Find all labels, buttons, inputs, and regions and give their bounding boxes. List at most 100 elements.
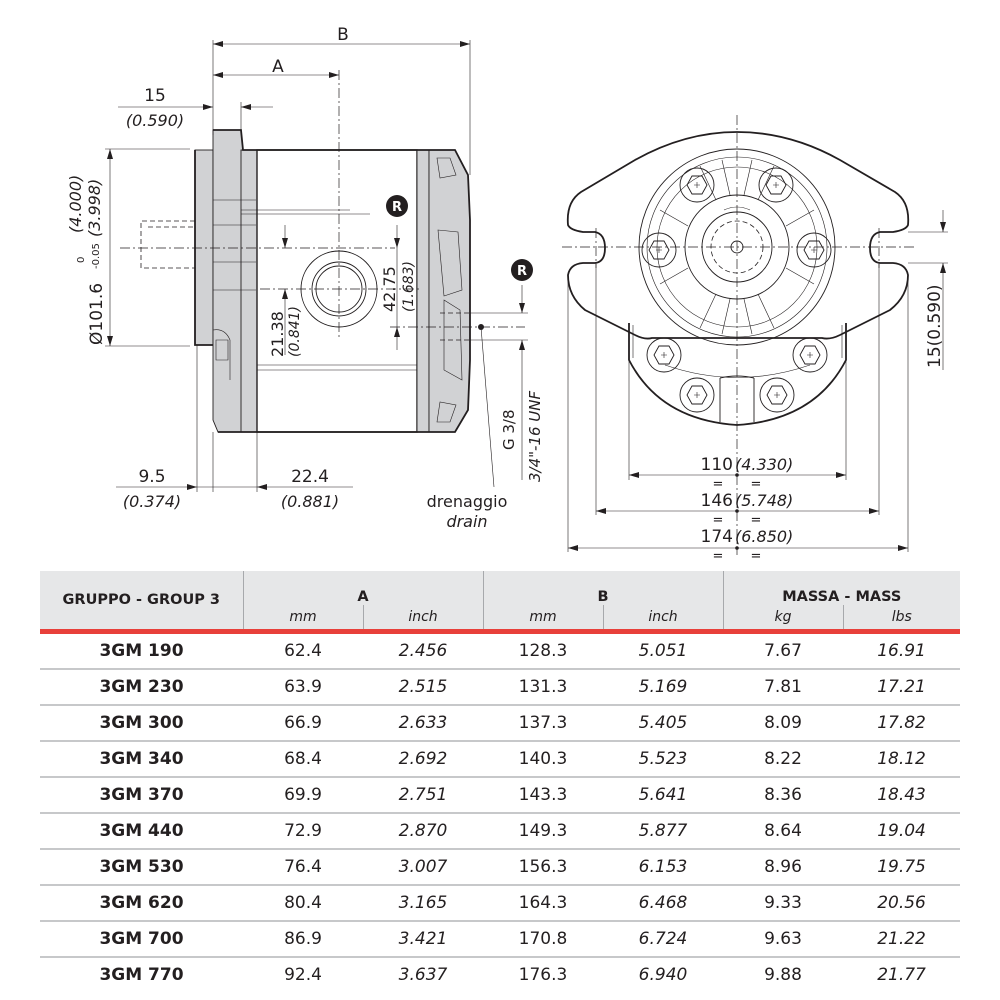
mass-kg-cell: 9.33 xyxy=(723,885,844,922)
technical-drawing: B A 15 (0.590) Ø101.6 0 -0.05 (4.000) (3… xyxy=(66,25,948,560)
dim-diameter-inch-upper: (4.000) xyxy=(66,175,85,233)
dim-146-label: 146 xyxy=(701,491,733,511)
a-mm-cell: 69.9 xyxy=(243,777,363,814)
a-mm-cell: 86.9 xyxy=(243,921,363,958)
equal-mark: = xyxy=(713,549,724,560)
column-header-A: A xyxy=(243,571,484,605)
dim-9-5-inch-label: (0.374) xyxy=(123,492,181,511)
equal-mark: = xyxy=(713,477,724,492)
model-cell: 3GM 770 xyxy=(99,965,184,985)
mass-lbs-cell: 16.91 xyxy=(843,631,961,670)
unit-header: mm xyxy=(243,605,364,634)
a-inch-cell: 2.751 xyxy=(363,777,484,814)
b-inch-cell: 5.641 xyxy=(603,777,724,814)
equal-mark: = xyxy=(751,549,762,560)
b-inch-cell: 6.153 xyxy=(603,849,724,886)
model-cell: 3GM 230 xyxy=(40,669,243,706)
dim-146-inch-label: (5.748) xyxy=(735,491,793,510)
R-marker-icon xyxy=(511,259,533,281)
model-cell: 3GM 340 xyxy=(40,741,243,778)
b-inch-cell: 5.169 xyxy=(603,669,724,706)
front-flange-outline xyxy=(566,131,910,340)
dim-42-75-label: 42.75 xyxy=(380,266,399,312)
a-inch-cell: 3.637 xyxy=(398,965,448,985)
rear-cover-band xyxy=(416,149,430,433)
a-inch-cell: 2.633 xyxy=(363,705,484,742)
dim-B-label: B xyxy=(337,25,349,45)
dim-174-inch-label: (6.850) xyxy=(735,527,793,546)
b-inch-cell: 5.877 xyxy=(603,813,724,850)
b-inch-cell: 6.724 xyxy=(603,921,724,958)
mass-kg-cell: 9.88 xyxy=(764,965,802,985)
a-mm-cell: 76.4 xyxy=(243,849,363,886)
a-inch-cell: 3.007 xyxy=(363,849,484,886)
b-inch-cell: 6.468 xyxy=(603,885,724,922)
dim-22-4-inch-label: (0.881) xyxy=(281,492,339,511)
mass-lbs-cell: 17.21 xyxy=(843,669,961,706)
pilot-flange xyxy=(194,149,214,346)
R-marker-icon xyxy=(386,195,408,217)
a-inch-cell: 2.870 xyxy=(363,813,484,850)
side-view: B A 15 (0.590) Ø101.6 0 -0.05 (4.000) (3… xyxy=(66,25,544,531)
a-inch-cell: 3.165 xyxy=(363,885,484,922)
b-mm-cell: 170.8 xyxy=(483,921,604,958)
dim-slot-label: 15(0.590) xyxy=(925,284,945,368)
dim-110-label: 110 xyxy=(701,455,733,475)
b-inch-cell: 5.051 xyxy=(603,631,724,670)
a-mm-cell: 62.4 xyxy=(243,631,363,670)
model-cell: 3GM 440 xyxy=(40,813,243,850)
equal-mark: = xyxy=(713,513,724,528)
dim-15-inch-label: (0.590) xyxy=(126,111,184,130)
group-header: GRUPPO - GROUP 3 xyxy=(40,571,244,634)
mass-lbs-cell: 21.77 xyxy=(877,965,926,985)
dim-diameter-tol-upper: 0 xyxy=(76,257,87,263)
model-cell: 3GM 530 xyxy=(40,849,243,886)
mass-kg-cell: 8.09 xyxy=(723,705,844,742)
model-cell: 3GM 700 xyxy=(40,921,243,958)
b-inch-cell: 6.940 xyxy=(638,965,688,985)
a-mm-cell: 80.4 xyxy=(243,885,363,922)
dim-21-38-inch-label: (0.841) xyxy=(287,306,303,357)
mass-lbs-cell: 19.04 xyxy=(843,813,961,850)
unit-header: mm xyxy=(483,605,604,634)
dim-diameter-inch-lower: (3.998) xyxy=(85,179,104,237)
port-thread-g: G 3/8 xyxy=(500,409,518,450)
rear-cover xyxy=(428,149,471,433)
mass-kg-cell: 8.96 xyxy=(723,849,844,886)
mass-kg-cell: 8.64 xyxy=(723,813,844,850)
a-mm-cell: 66.9 xyxy=(243,705,363,742)
a-inch-cell: 2.692 xyxy=(363,741,484,778)
a-inch-cell: 2.515 xyxy=(363,669,484,706)
mass-kg-cell: 8.22 xyxy=(723,741,844,778)
dim-15-label: 15 xyxy=(144,86,166,106)
dim-diameter-tol-lower: -0.05 xyxy=(91,243,102,269)
b-inch-cell: 5.405 xyxy=(603,705,724,742)
a-mm-cell: 63.9 xyxy=(243,669,363,706)
drain-label-it: drenaggio xyxy=(427,492,508,511)
dim-22-4-label: 22.4 xyxy=(291,467,329,487)
bolt-heads xyxy=(641,167,832,413)
shaft-hidden-outline xyxy=(140,220,195,269)
mass-kg-cell: 8.36 xyxy=(723,777,844,814)
unit-header: inch xyxy=(363,605,484,634)
b-mm-cell: 143.3 xyxy=(483,777,604,814)
port-thread-unf: 3/4"-16 UNF xyxy=(526,390,544,482)
R-marker-label: R xyxy=(517,264,527,279)
dim-A-label: A xyxy=(272,57,284,77)
mass-kg-cell: 7.67 xyxy=(723,631,844,670)
dim-diameter-label: Ø101.6 xyxy=(87,283,107,345)
unit-header: inch xyxy=(603,605,724,634)
b-inch-cell: 5.523 xyxy=(603,741,724,778)
equal-mark: = xyxy=(751,477,762,492)
front-cover-band xyxy=(240,149,258,433)
column-header-B: B xyxy=(482,571,724,605)
b-mm-cell: 137.3 xyxy=(483,705,604,742)
a-mm-cell: 72.9 xyxy=(243,813,363,850)
mass-lbs-cell: 18.43 xyxy=(843,777,961,814)
